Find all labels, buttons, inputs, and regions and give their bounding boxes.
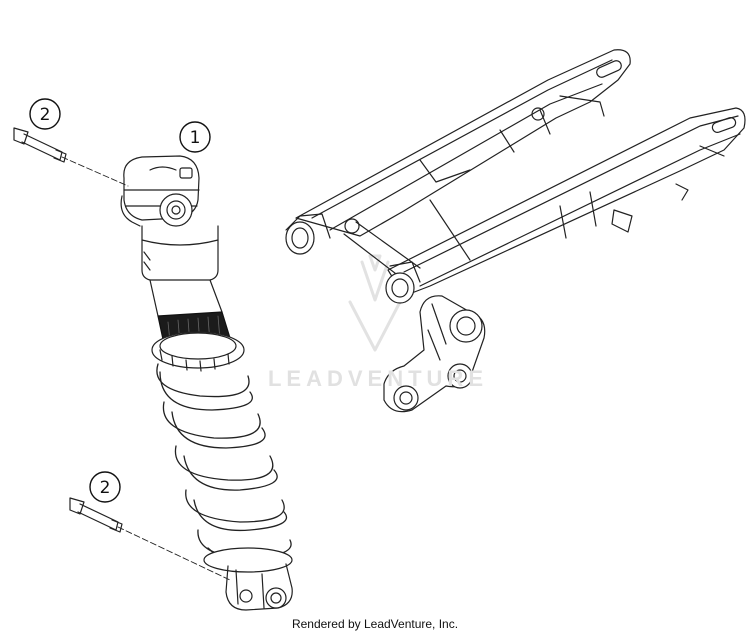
swingarm-pivot-upper <box>285 213 331 255</box>
coil-spring <box>156 363 292 565</box>
callout-2-lower[interactable]: 2 <box>89 471 121 503</box>
swingarm[interactable] <box>285 49 746 304</box>
swingarm-pivot-lower <box>385 261 421 304</box>
watermark-text: LEADVENTURE <box>268 366 488 391</box>
render-credit: Rendered by LeadVenture, Inc. <box>291 617 459 631</box>
shock-absorber[interactable] <box>120 155 293 611</box>
spring-seat <box>203 547 293 573</box>
axle-slot-lower <box>699 117 737 157</box>
callout-1-label: 1 <box>190 128 201 148</box>
callout-1[interactable]: 1 <box>179 121 211 153</box>
axle-slot-upper <box>559 60 622 117</box>
shock-body <box>141 225 223 317</box>
upper-bolt-leader <box>61 156 129 187</box>
callout-2-upper-label: 2 <box>40 105 51 125</box>
lower-bolt[interactable] <box>69 497 231 581</box>
upper-bolt[interactable] <box>13 127 129 187</box>
shock-top-mount <box>120 155 200 227</box>
spring-collar <box>151 331 245 372</box>
lower-bolt-leader <box>117 526 231 581</box>
callout-2-upper[interactable]: 2 <box>29 98 61 130</box>
shock-lower-clevis <box>225 563 293 611</box>
linkage-lever[interactable] <box>383 295 486 413</box>
watermark-logo <box>348 254 402 352</box>
callout-2-lower-label: 2 <box>100 478 111 498</box>
